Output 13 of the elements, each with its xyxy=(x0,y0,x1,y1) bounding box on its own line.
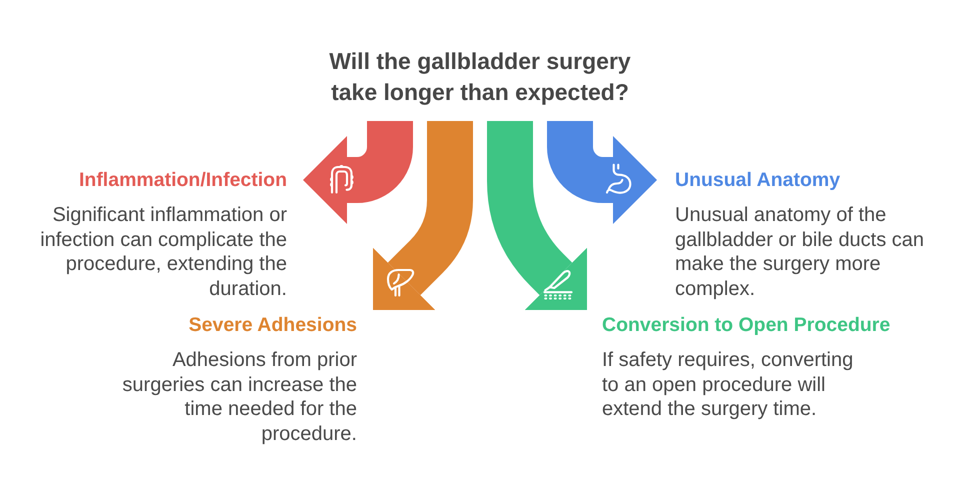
item-heading: Conversion to Open Procedure xyxy=(602,314,890,336)
item-heading: Inflammation/Infection xyxy=(78,169,287,191)
description-text: Significant inflammation or infection can complicate the procedure, extending the duration. xyxy=(39,203,287,301)
description-text: If safety requires, converting to an open procedure will extend the surgery time. xyxy=(602,348,854,422)
item-heading: Unusual Anatomy xyxy=(675,169,840,191)
curved-arrow xyxy=(373,121,473,310)
item-heading: Severe Adhesions xyxy=(188,314,357,336)
curved-arrow xyxy=(547,121,657,224)
curved-arrow xyxy=(487,121,587,310)
description-text: Adhesions from prior surgeries can increase the time needed for the procedure. xyxy=(121,348,357,446)
diagram-title: Will the gallbladder surgery take longer than expected? xyxy=(328,47,632,107)
description-text: Unusual anatomy of the gallbladder or bile ducts can make the surgery more complex. xyxy=(675,203,926,301)
curved-arrow xyxy=(303,121,413,224)
